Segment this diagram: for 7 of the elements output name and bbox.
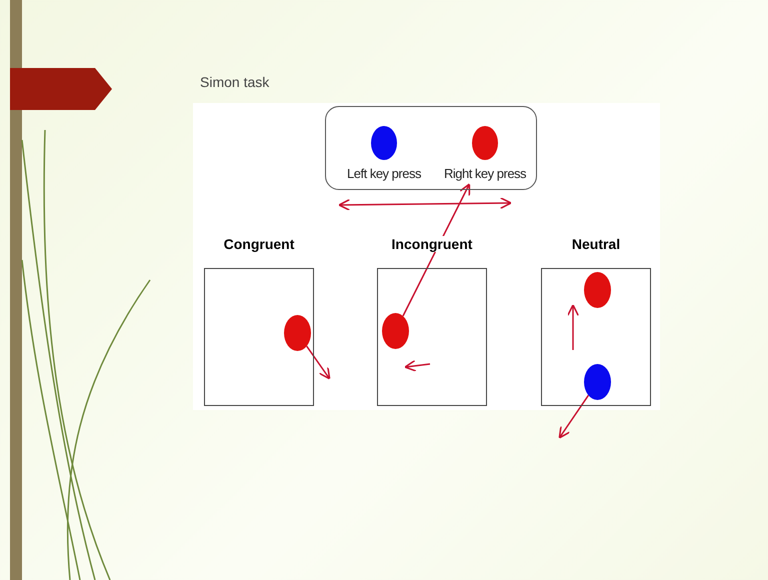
arrow [402,183,470,316]
response-key-panel [325,106,537,190]
arrow [306,346,330,380]
slide-title: Simon task [200,74,270,90]
key-label: Left key press [346,166,422,181]
arrow [558,394,590,439]
key-label: Right key press [442,166,528,181]
